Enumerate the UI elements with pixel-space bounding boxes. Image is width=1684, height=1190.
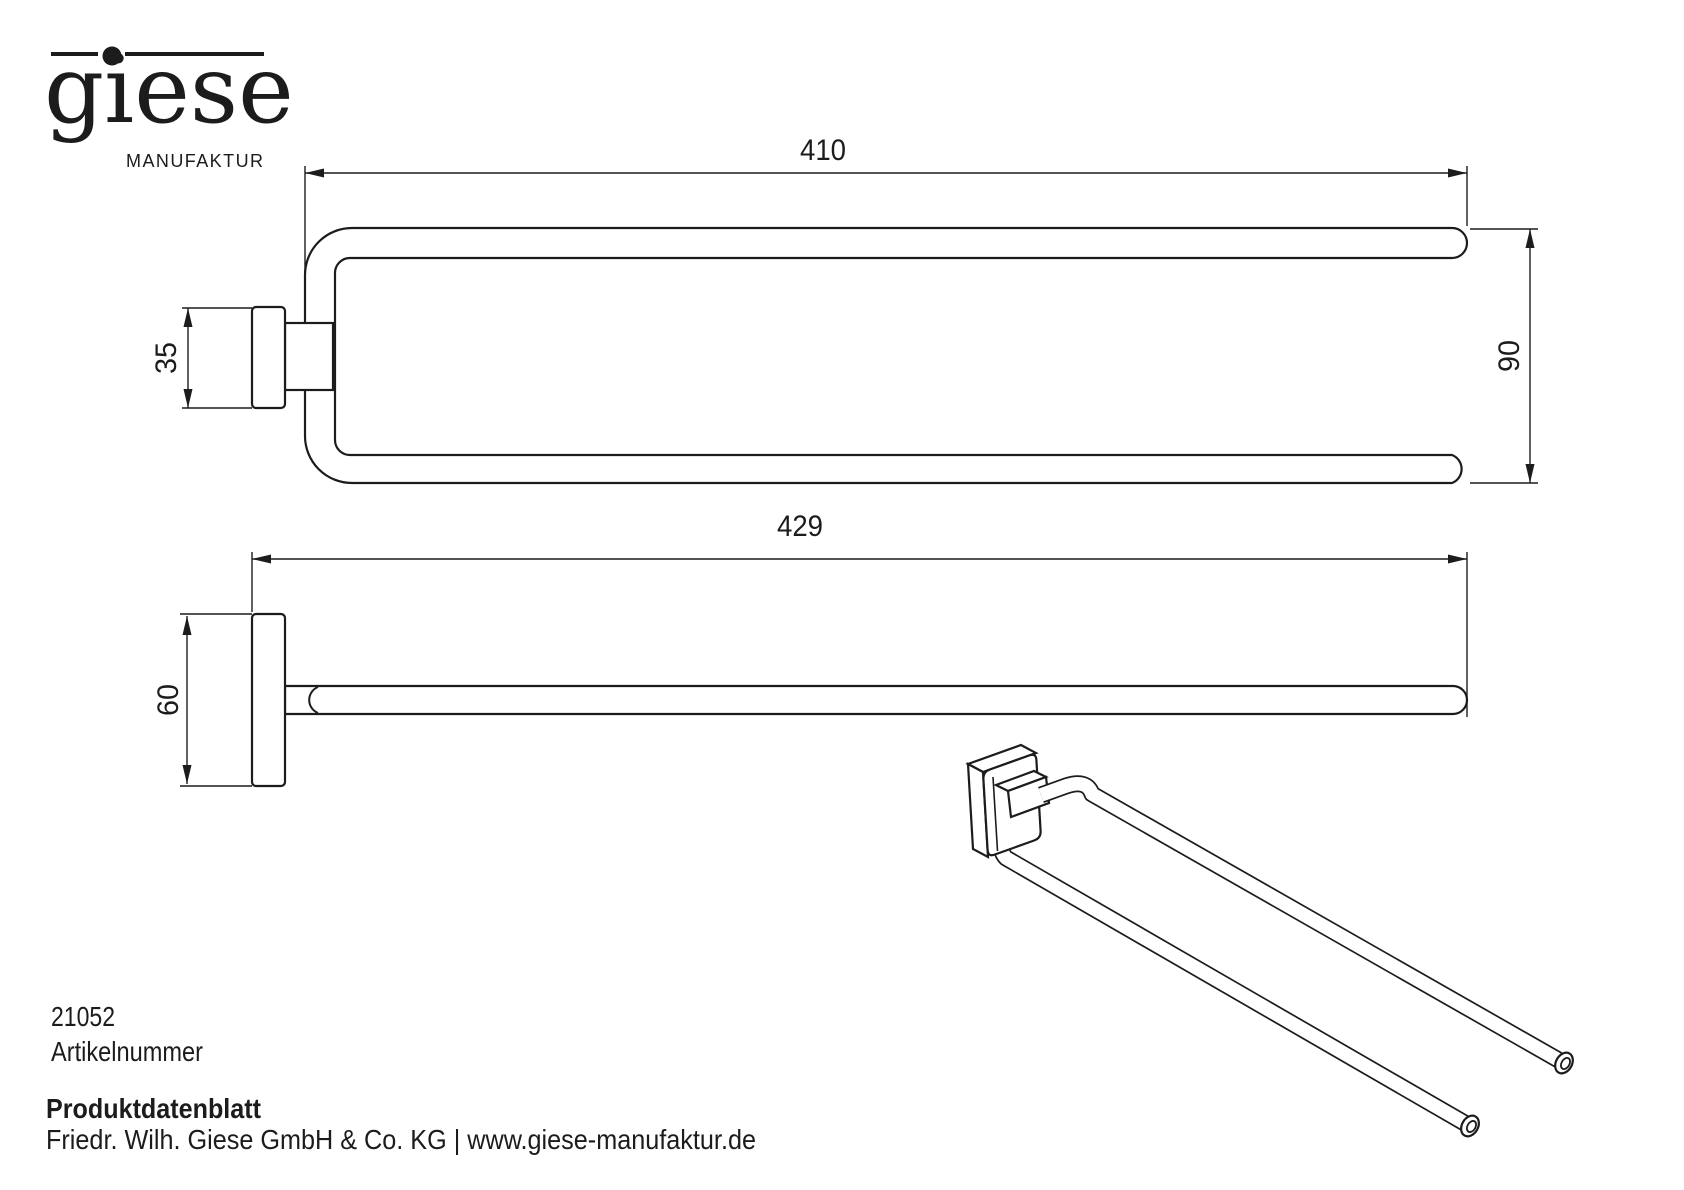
iso-tube-rear-fill: [1038, 777, 1566, 1068]
footer-doc-title: Produktdatenblatt: [46, 1093, 261, 1124]
dimension-90: 90: [1470, 228, 1538, 484]
logo-dot-icon: [102, 46, 122, 66]
dimension-60: 60: [152, 613, 252, 787]
logo: giese MANUFAKTUR: [44, 36, 294, 171]
top-view-tube-outline: [303, 226, 1469, 485]
footer-company-line: Friedr. Wilh. Giese GmbH & Co. KG | www.…: [46, 1124, 756, 1155]
side-view: 429 60: [152, 510, 1469, 788]
top-view-wall-plate: [250, 305, 287, 410]
article-number-label: Artikelnummer: [51, 1036, 203, 1067]
top-view-holder-block: [283, 321, 335, 392]
side-view-front-tube-arc: [308, 686, 319, 714]
iso-plate-edge-highlight: [992, 776, 999, 852]
brand-wordmark: giese: [44, 36, 294, 145]
dim-90-label: 90: [1493, 340, 1526, 372]
top-view: 410 90 35: [150, 134, 1538, 485]
iso-rear-tube-cap-inner: [1560, 1057, 1571, 1070]
dim-35-label: 35: [150, 342, 183, 374]
footer: Produktdatenblatt Friedr. Wilh. Giese Gm…: [46, 1093, 756, 1155]
isometric-view: [965, 743, 1574, 1138]
article-info: 21052 Artikelnummer: [51, 1001, 203, 1067]
side-view-wall-plate: [250, 612, 287, 788]
dimension-429: 429: [251, 510, 1468, 717]
dim-60-label: 60: [152, 684, 185, 716]
dimension-35: 35: [150, 307, 252, 409]
iso-tube-end-caps: [1460, 1051, 1574, 1138]
dimension-410: 410: [304, 134, 1468, 277]
brand-subtitle: MANUFAKTUR: [126, 151, 263, 171]
iso-front-tube-cap-inner: [1466, 1120, 1477, 1133]
side-view-bar: [283, 684, 1469, 716]
article-number: 21052: [51, 1001, 115, 1032]
dim-410-label: 410: [800, 134, 846, 167]
dim-429-label: 429: [777, 510, 823, 543]
